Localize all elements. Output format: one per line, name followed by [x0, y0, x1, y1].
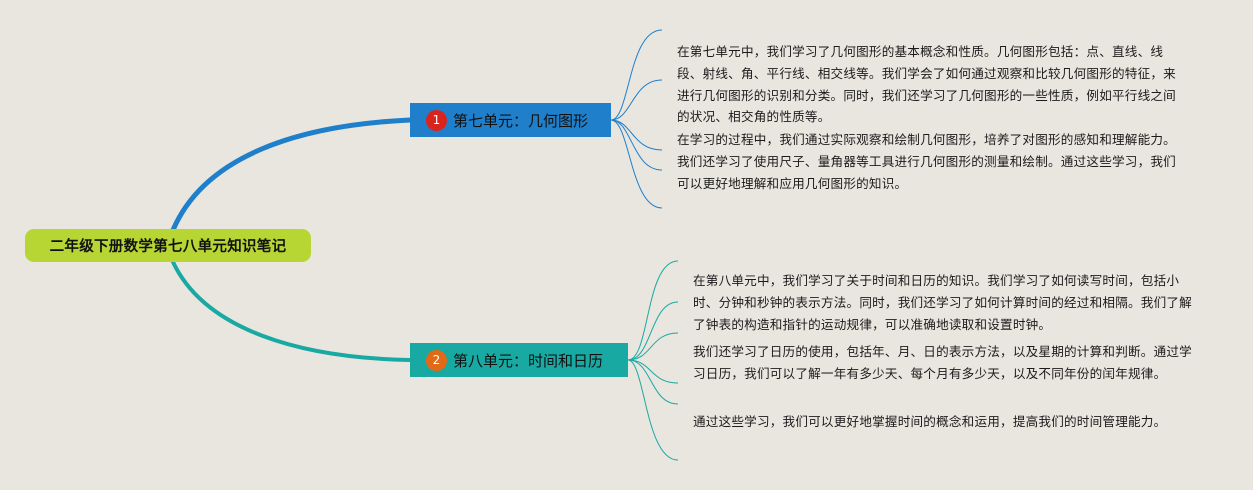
note-unit8-1: 在第八单元中，我们学习了关于时间和日历的知识。我们学习了如何读写时间，包括小时、…	[693, 273, 1192, 332]
branch-label: 第八单元：时间和日历	[453, 351, 604, 370]
connector-root-branch1	[170, 117, 413, 233]
note-unit8-3: 通过这些学习，我们可以更好地掌握时间的概念和运用，提高我们的时间管理能力。	[693, 414, 1167, 429]
note-unit7-2: 在学习的过程中，我们通过实际观察和绘制几何图形，培养了对图形的感知和理解能力。我…	[677, 132, 1176, 191]
note-unit7-1: 在第七单元中，我们学习了几何图形的基本概念和性质。几何图形包括：点、直线、线段、…	[677, 44, 1176, 125]
branch-label: 第七单元：几何图形	[453, 111, 589, 130]
number-badge: 1	[426, 109, 447, 131]
connector-root-branch2	[171, 260, 412, 362]
branch-node-unit8[interactable]: 2 第八单元：时间和日历	[410, 343, 628, 377]
note-unit8-2: 我们还学习了日历的使用，包括年、月、日的表示方法，以及星期的计算和判断。通过学习…	[693, 344, 1192, 381]
number-badge: 2	[426, 349, 447, 371]
branch-node-unit7[interactable]: 1 第七单元：几何图形	[410, 103, 611, 137]
root-title: 二年级下册数学第七八单元知识笔记	[49, 239, 287, 255]
root-node[interactable]: 二年级下册数学第七八单元知识笔记	[25, 229, 311, 262]
branch1-fan	[610, 29, 663, 209]
branch2-fan	[627, 260, 679, 461]
